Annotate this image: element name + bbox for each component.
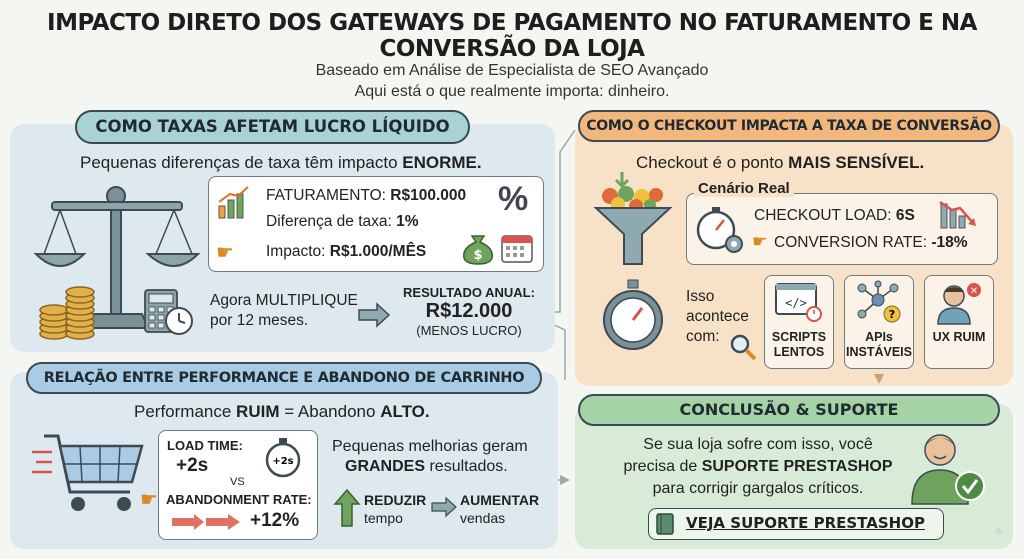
checkout-load-line: CHECKOUT LOAD: 6S bbox=[754, 207, 915, 224]
arrow-right-icon bbox=[358, 302, 391, 328]
growth-chart-icon bbox=[218, 186, 249, 219]
resultado-value: R$12.000 bbox=[425, 300, 513, 322]
percent-icon: % bbox=[498, 180, 529, 218]
hand-pointer-icon: ☛ bbox=[140, 489, 158, 511]
page-title: IMPACTO DIRETO DOS GATEWAYS DE PAGAMENTO… bbox=[47, 10, 977, 62]
cta-label[interactable]: VEJA SUPORTE PRESTASHOP bbox=[686, 514, 925, 532]
frustrated-user-icon: ✕ bbox=[937, 283, 981, 325]
header-checkout: COMO O CHECKOUT IMPACTA A TAXA DE CONVER… bbox=[578, 110, 1000, 142]
stopwatch-2s-icon: +2s bbox=[265, 438, 301, 478]
header-taxas: COMO TAXAS AFETAM LUCRO LÍQUIDO bbox=[75, 110, 470, 144]
svg-text:✕: ✕ bbox=[970, 286, 978, 297]
stopwatch-icon bbox=[603, 279, 663, 350]
sparkle-icon: ✦ bbox=[992, 524, 1006, 541]
reduzir-label: REDUZIR bbox=[364, 492, 427, 508]
cenario-real-label: Cenário Real bbox=[694, 180, 794, 197]
abandonment-label: ABANDONMENT RATE: bbox=[166, 492, 312, 507]
book-icon bbox=[656, 513, 674, 535]
subtitle-line-2: Aqui está o que realmente importa: dinhe… bbox=[354, 83, 670, 100]
scale-icon bbox=[33, 186, 200, 329]
taxas-lead: Pequenas diferenças de taxa têm impacto … bbox=[80, 153, 482, 172]
subtitle-line-1: Baseado em Análise de Especialista de SE… bbox=[315, 62, 709, 79]
header-performance: RELAÇÃO ENTRE PERFORMANCE E ABANDONO DE … bbox=[26, 362, 542, 394]
svg-text:</>: </> bbox=[785, 296, 807, 310]
load-time-value: +2s bbox=[176, 455, 209, 476]
hand-icon: ☛ bbox=[752, 232, 768, 251]
support-person-icon bbox=[911, 434, 985, 505]
network-icon: ? bbox=[857, 280, 901, 323]
diferenca-line: Diferença de taxa: 1% bbox=[266, 213, 419, 230]
vs-label: VS bbox=[230, 476, 245, 488]
tempo-label: tempo bbox=[364, 510, 403, 526]
melhorias-line-1: Pequenas melhorias geram bbox=[332, 438, 528, 455]
pointing-hand-icon: ☛ bbox=[216, 242, 234, 264]
cta-button[interactable] bbox=[648, 508, 944, 540]
aumentar-label: AUMENTAR bbox=[460, 492, 540, 508]
resultado-label: RESULTADO ANUAL: bbox=[403, 285, 535, 300]
calendar-icon bbox=[501, 235, 533, 263]
clock-icon bbox=[165, 307, 193, 335]
timer-gear-icon bbox=[696, 207, 743, 253]
performance-lead: Performance RUIM = Abandono ALTO. bbox=[134, 402, 430, 421]
stopwatch-label: +2s bbox=[272, 456, 293, 467]
declining-chart-icon bbox=[939, 200, 976, 229]
svg-text:?: ? bbox=[889, 308, 895, 321]
money-bag-icon: $ bbox=[463, 235, 493, 265]
vendas-label: vendas bbox=[460, 510, 506, 526]
resultado-note: (MENOS LUCRO) bbox=[416, 323, 522, 338]
abandonment-value: +12% bbox=[250, 510, 300, 531]
conclusao-line-2: precisa de SUPORTE PRESTASHOP bbox=[623, 458, 893, 475]
checkout-lead: Checkout é o ponto MAIS SENSÍVEL. bbox=[636, 153, 925, 172]
load-time-label: LOAD TIME: bbox=[167, 438, 243, 453]
code-window-icon: </> bbox=[775, 283, 822, 322]
conclusao-line-1: Se sua loja sofre com isso, você bbox=[643, 436, 873, 453]
magnifier-icon bbox=[730, 334, 757, 361]
coins-icon bbox=[39, 286, 95, 340]
cause-label-apis: APIs INSTÁVEIS bbox=[846, 330, 912, 359]
header-conclusao: CONCLUSÃO & SUPORTE bbox=[578, 394, 1000, 426]
funnel-icon bbox=[593, 172, 673, 265]
melhorias-line-2: GRANDES resultados. bbox=[345, 458, 508, 475]
small-arrow-right-icon bbox=[431, 496, 457, 518]
shopping-cart-icon bbox=[32, 434, 144, 511]
svg-text:$: $ bbox=[473, 248, 482, 263]
down-arrow-icon bbox=[874, 374, 884, 384]
impacto-line: Impacto: R$1.000/MÊS bbox=[266, 243, 427, 260]
faturamento-line: FATURAMENTO: R$100.000 bbox=[266, 187, 467, 204]
cause-label-ux: UX RUIM bbox=[932, 330, 986, 344]
red-arrows-icon bbox=[172, 514, 240, 530]
cause-label-scripts: SCRIPTS LENTOS bbox=[771, 330, 827, 359]
cause-card-apis bbox=[844, 275, 914, 369]
conversion-rate-line: CONVERSION RATE: -18% bbox=[774, 234, 968, 251]
conclusao-line-3: para corrigir gargalos críticos. bbox=[652, 480, 864, 497]
up-arrow-icon bbox=[333, 488, 361, 527]
